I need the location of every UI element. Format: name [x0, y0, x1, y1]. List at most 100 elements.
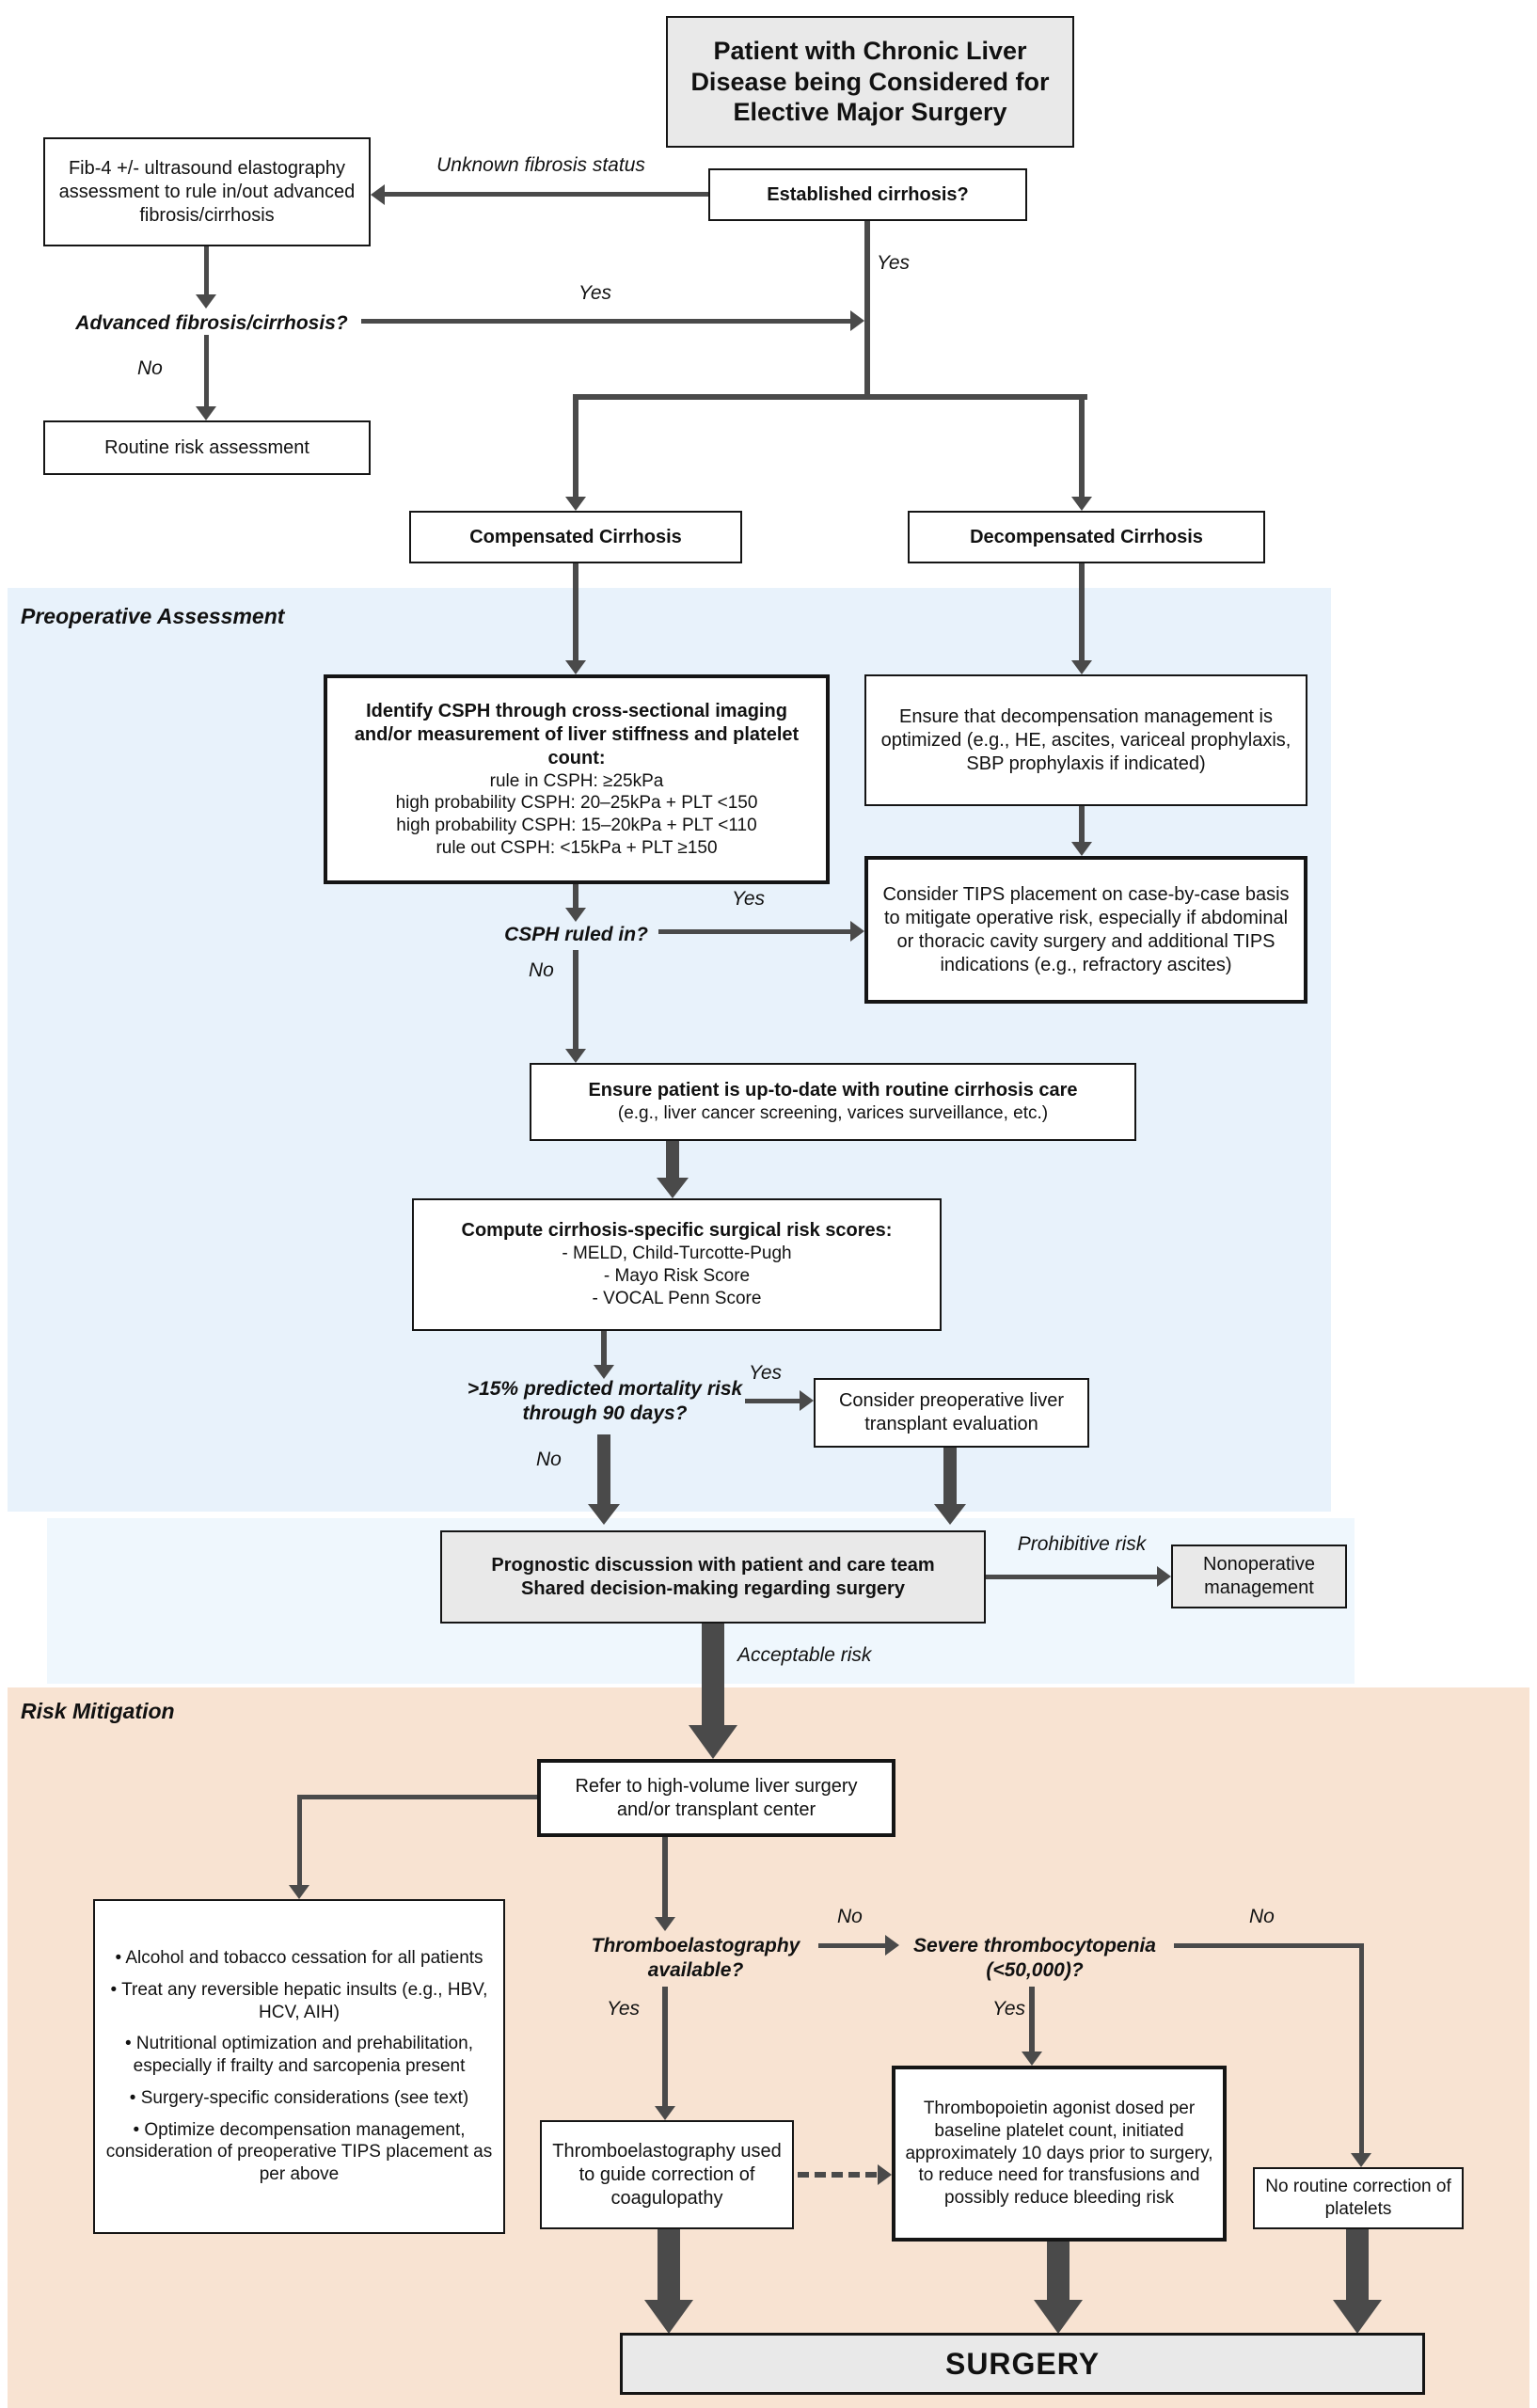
mitigation-item: • Nutritional optimization and prehabili…: [125, 2034, 473, 2077]
arrowhead-down: [1071, 497, 1092, 511]
connector-line: [573, 394, 578, 498]
connector-line: [573, 884, 578, 909]
connector-line: [573, 394, 1087, 400]
fib4-assessment-node: Fib-4 +/- ultrasound elastography assess…: [43, 137, 371, 246]
arrowhead-right: [850, 310, 864, 331]
connector-line: [818, 1943, 887, 1948]
mitigation-item: • Treat any reversible hepatic insults (…: [110, 1979, 488, 2022]
identify-csph-line: rule in CSPH: ≥25kPa: [489, 770, 664, 791]
arrowhead-down: [1022, 2052, 1042, 2066]
yes-label-advanced: Yes: [578, 282, 612, 304]
decompensation-management-node: Ensure that decompensation management is…: [864, 674, 1307, 806]
risk-scores-heading: Compute cirrhosis-specific surgical risk…: [461, 1220, 893, 1242]
connector-line: [204, 335, 209, 407]
connector-line: [1079, 394, 1085, 498]
arrowhead-down: [565, 497, 586, 511]
mitigation-item: • Surgery-specific considerations (see t…: [129, 2087, 469, 2108]
connector-line: [662, 1987, 668, 2107]
identify-csph-line: high probability CSPH: 15–20kPa + PLT <1…: [396, 816, 757, 835]
arrowhead-right: [850, 921, 864, 942]
arrowhead-right: [800, 1390, 814, 1411]
teg-guided-coagulopathy-node: Thromboelastography used to guide correc…: [540, 2120, 794, 2229]
compensated-cirrhosis-node: Compensated Cirrhosis: [409, 511, 742, 563]
connector-line: [662, 1837, 668, 1918]
connector-line: [385, 192, 708, 197]
arrowhead-down: [655, 2106, 675, 2120]
yes-label-csph: Yes: [732, 888, 766, 910]
risk-scores-line: - MELD, Child-Turcotte-Pugh: [562, 1244, 792, 1264]
arrowhead-down: [657, 1178, 689, 1198]
connector-line: [573, 563, 578, 661]
arrowhead-down: [196, 406, 216, 420]
no-platelet-correction-node: No routine correction of platelets: [1253, 2167, 1464, 2229]
arrowhead-down: [594, 1365, 614, 1379]
connector-line: [1174, 1943, 1364, 1948]
arrowhead-down: [1333, 2300, 1382, 2334]
arrowhead-down: [644, 2300, 693, 2334]
arrowhead-right: [1157, 1566, 1171, 1587]
identify-csph-node: Identify CSPH through cross-sectional im…: [324, 674, 830, 884]
yes-label-severe: Yes: [992, 1998, 1026, 2020]
risk-mitigation-section-label: Risk Mitigation: [21, 1699, 175, 1723]
connector-line: [1079, 806, 1085, 843]
mortality-risk-question: >15% predicted mortality risk through 90…: [467, 1378, 743, 1425]
connector-line: [1029, 1987, 1035, 2052]
connector-line: [573, 950, 578, 1050]
arrowhead-down: [289, 1885, 309, 1899]
preoperative-section-label: Preoperative Assessment: [21, 604, 285, 628]
connector-line: [297, 1795, 302, 1887]
risk-scores-line: - VOCAL Penn Score: [592, 1288, 762, 1308]
arrowhead-left: [371, 184, 385, 205]
consider-tips-node: Consider TIPS placement on case-by-case …: [864, 856, 1307, 1004]
connector-line: [1359, 1943, 1364, 2154]
no-label-csph: No: [529, 959, 554, 981]
routine-risk-assessment-node: Routine risk assessment: [43, 420, 371, 475]
connector-line: [601, 1331, 607, 1367]
arrowhead-down: [1351, 2153, 1371, 2167]
mitigation-item: • Optimize decompensation management, co…: [105, 2119, 493, 2185]
csph-ruled-in-question: CSPH ruled in?: [504, 924, 648, 945]
arrowhead-right: [878, 2164, 892, 2185]
connector-line: [745, 1399, 800, 1403]
transplant-evaluation-node: Consider preoperative liver transplant e…: [814, 1378, 1089, 1448]
thromboelastography-available-question: Thromboelastography available?: [591, 1935, 800, 1982]
connector-line: [361, 319, 850, 324]
yes-label-mortality: Yes: [749, 1362, 783, 1384]
routine-care-detail: (e.g., liver cancer screening, varices s…: [617, 1103, 1049, 1124]
no-label-mortality: No: [536, 1449, 562, 1470]
thrombopoietin-agonist-node: Thrombopoietin agonist dosed per baselin…: [892, 2066, 1227, 2242]
connector-line: [1079, 563, 1085, 661]
risk-scores-line: - Mayo Risk Score: [603, 1266, 751, 1287]
connector-line: [1047, 2242, 1070, 2300]
connector-line: [658, 2229, 680, 2300]
no-label-teg: No: [837, 1906, 863, 1927]
severe-thrombocytopenia-question: Severe thrombocytopenia (<50,000)?: [913, 1935, 1156, 1982]
unknown-fibrosis-label: Unknown fibrosis status: [436, 154, 645, 176]
prognostic-discussion-node: Prognostic discussion with patient and c…: [440, 1530, 986, 1624]
nonoperative-management-node: Nonoperative management: [1171, 1545, 1347, 1608]
no-label-severe: No: [1249, 1906, 1275, 1927]
prohibitive-risk-label: Prohibitive risk: [1017, 1533, 1147, 1555]
decompensated-cirrhosis-node: Decompensated Cirrhosis: [908, 511, 1265, 563]
connector-line: [986, 1575, 1158, 1579]
dashed-connector-line: [798, 2172, 877, 2178]
arrowhead-right: [885, 1935, 899, 1956]
connector-line: [1346, 2229, 1369, 2300]
surgical-risk-scores-node: Compute cirrhosis-specific surgical risk…: [412, 1198, 942, 1331]
arrowhead-down: [565, 1049, 586, 1063]
surgery-node: SURGERY: [620, 2333, 1425, 2395]
yes-label-established: Yes: [877, 252, 911, 274]
title-node: Patient with Chronic Liver Disease being…: [666, 16, 1074, 148]
prognostic-line1: Prognostic discussion with patient and c…: [491, 1554, 935, 1576]
connector-line: [204, 246, 209, 295]
refer-high-volume-center-node: Refer to high-volume liver surgery and/o…: [537, 1759, 895, 1837]
established-cirrhosis-node: Established cirrhosis?: [708, 168, 1027, 221]
connector-line: [297, 1795, 540, 1799]
arrowhead-down: [196, 294, 216, 309]
identify-csph-line: rule out CSPH: <15kPa + PLT ≥150: [436, 837, 718, 858]
arrowhead-down: [565, 660, 586, 674]
connector-line: [864, 221, 870, 400]
arrowhead-down: [689, 1725, 737, 1759]
connector-line: [666, 1141, 679, 1179]
